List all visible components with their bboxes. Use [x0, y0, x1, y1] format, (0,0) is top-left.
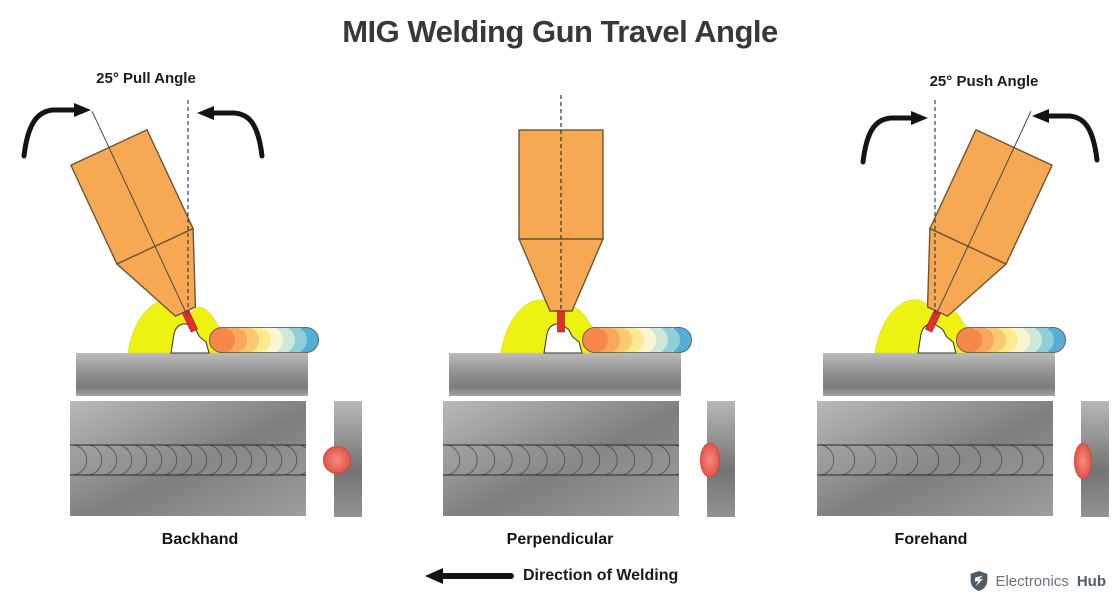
- page-title: MIG Welding Gun Travel Angle: [342, 14, 778, 49]
- caption-forehand: Forehand: [894, 531, 968, 548]
- direction-of-welding: Direction of Welding: [424, 566, 678, 586]
- brand-name-regular: Electronics: [995, 572, 1069, 590]
- diagram-forehand: [817, 100, 1109, 517]
- brand-name-bold: Hub: [1076, 572, 1106, 590]
- push-angle-label: 25° Push Angle: [929, 73, 1039, 90]
- shield-icon: [971, 571, 988, 591]
- diagram-backhand: [21, 100, 362, 517]
- caption-backhand: Backhand: [161, 531, 239, 548]
- diagram-perpendicular: [443, 95, 735, 517]
- brand-logo: Electronics Hub: [969, 570, 1106, 592]
- direction-label: Direction of Welding: [523, 567, 679, 584]
- left-arrow-icon: [425, 568, 514, 584]
- caption-perpendicular: Perpendicular: [506, 531, 614, 548]
- pull-angle-label: 25° Pull Angle: [96, 70, 196, 87]
